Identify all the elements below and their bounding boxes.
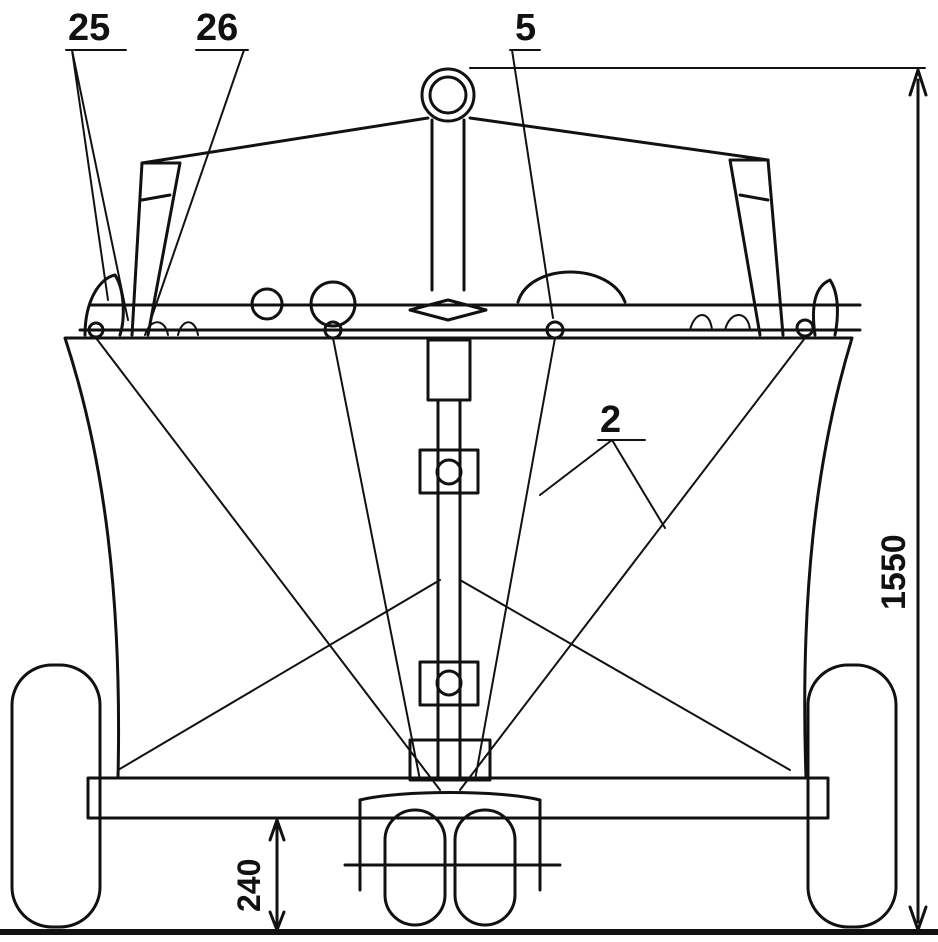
joint-upper	[418, 448, 480, 495]
wheel-right	[806, 663, 898, 929]
clearance-arrow-bottom	[268, 910, 286, 932]
callout-2-leader	[539, 439, 666, 529]
clearance-dimension-label: 240	[231, 859, 267, 912]
axle-center-bulge	[358, 791, 542, 802]
joint-lower	[418, 660, 480, 707]
mast-tube	[430, 118, 466, 292]
nose-wheel-right	[453, 808, 517, 927]
top-ring-inner-icon	[428, 75, 468, 115]
joint-upper-bolt-icon	[435, 458, 463, 486]
height-arrow-bottom	[908, 905, 928, 932]
height-arrow-top	[908, 68, 928, 97]
side-fin-left	[83, 273, 125, 337]
side-fin-right	[811, 278, 839, 337]
callout-5-label: 5	[515, 7, 536, 49]
axle-beam	[86, 776, 830, 820]
windshield-strut-right	[728, 158, 770, 337]
top-ring-icon	[420, 67, 476, 123]
callout-26-label: 26	[196, 7, 238, 49]
callout-26-leader	[149, 49, 249, 323]
windshield-frame	[130, 116, 785, 337]
windshield-strut-left	[140, 161, 182, 337]
callout-25-label: 25	[68, 7, 110, 49]
dashboard-rail	[78, 303, 862, 332]
bolt-left-icon	[87, 321, 105, 339]
gauge-2-icon	[309, 280, 357, 328]
callout-25-leader	[65, 49, 129, 321]
lower-mast	[426, 338, 472, 782]
small-humps	[144, 314, 751, 336]
callout-2-label: 2	[600, 399, 621, 441]
steering-wheel-icon	[516, 270, 627, 304]
clearance-arrow-top	[268, 818, 286, 842]
nose-wheel-left	[383, 808, 447, 927]
gauge-1-icon	[250, 287, 284, 321]
nose-fork	[343, 798, 562, 892]
bolt-right-icon	[795, 318, 815, 338]
rigging-wires	[95, 337, 806, 791]
callout-5-leader	[509, 49, 554, 319]
mast-foot	[408, 738, 492, 782]
height-dimension-label: 1550	[875, 534, 913, 610]
wheel-left	[10, 663, 102, 929]
mast-collar	[408, 298, 488, 322]
lower-triangle-brace	[117, 579, 791, 771]
joint-lower-bolt-icon	[435, 669, 463, 697]
